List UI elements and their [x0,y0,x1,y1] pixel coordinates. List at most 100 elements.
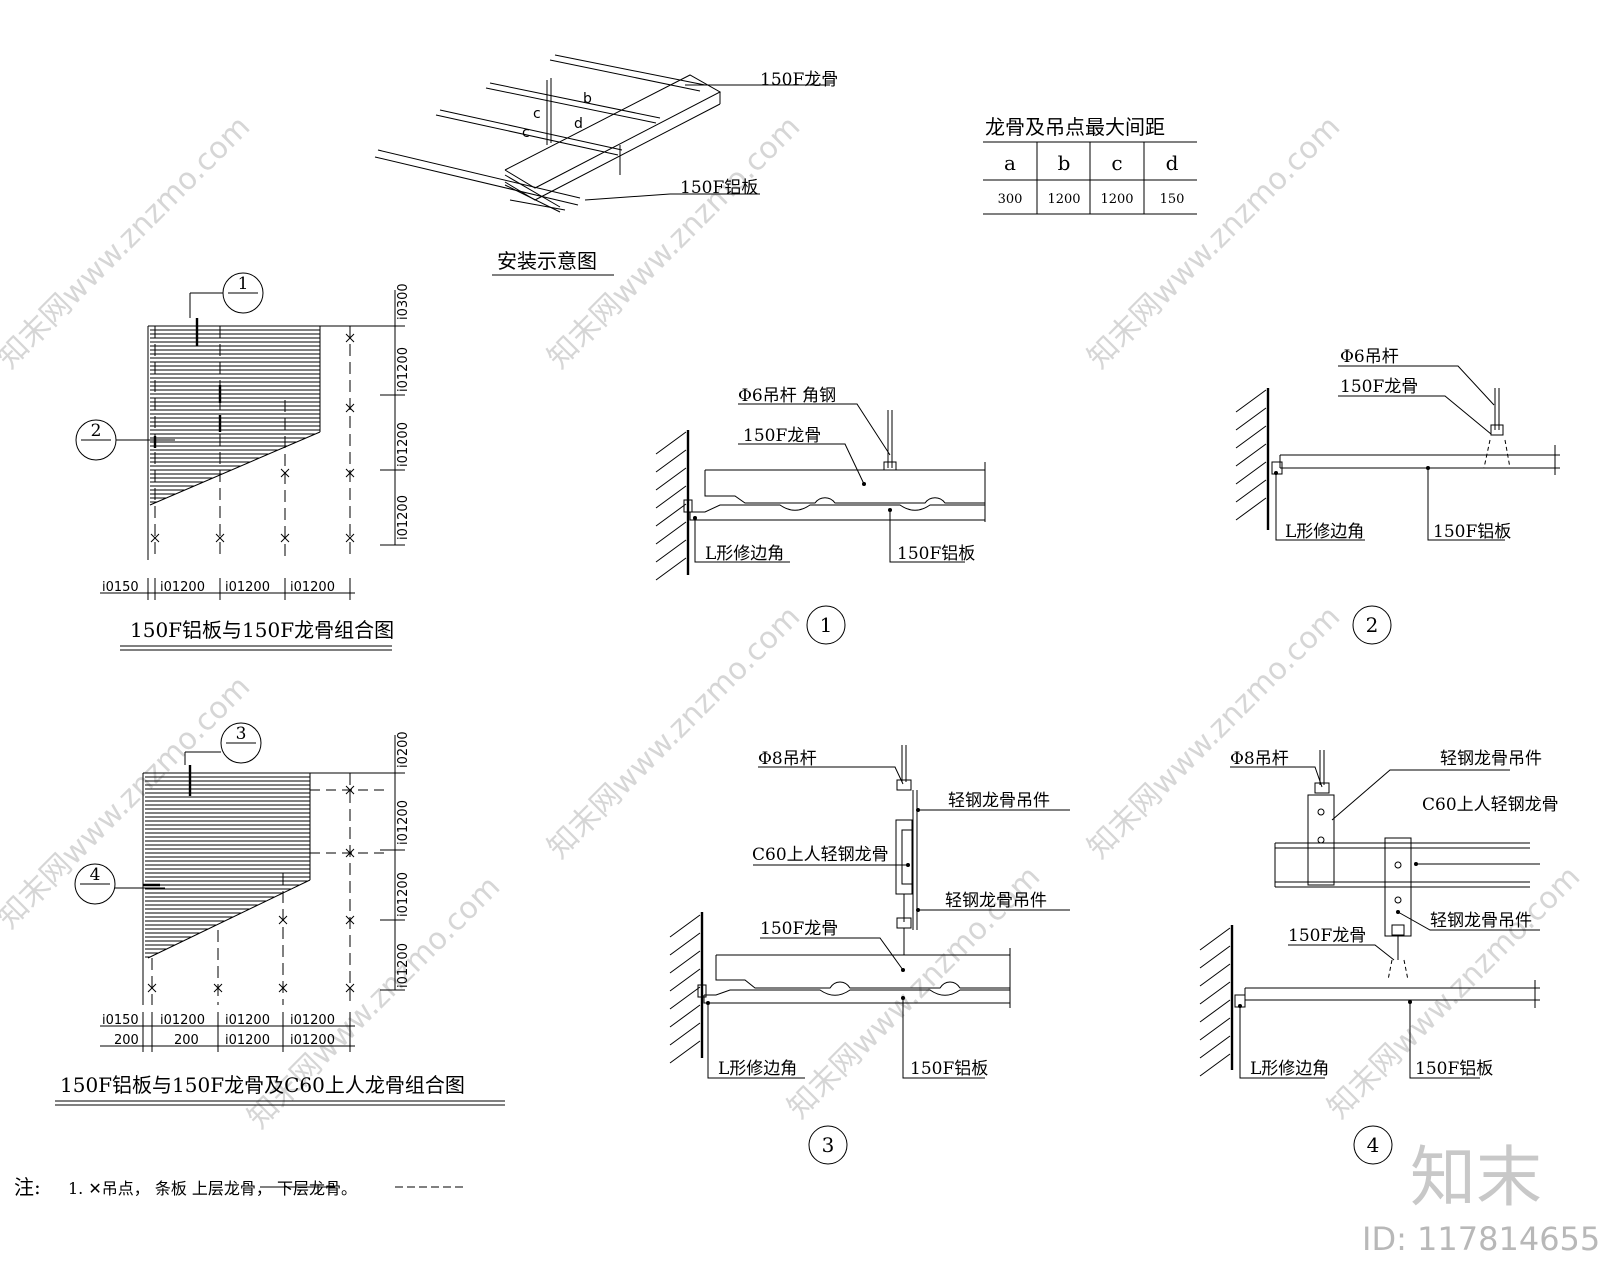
watermark-text: 知末网www.znzmo.com [541,599,807,865]
suspension-point-mark [345,403,355,413]
install-panel-label: 150F铝板 [680,178,758,198]
plan2-dim-right-1: i01200 [396,800,411,845]
watermark-logo: 知末 [1410,1139,1542,1216]
wall-hatch-line [669,914,701,938]
wall-hatch-line [1235,425,1267,449]
plan1-marker-2: 2 [91,421,102,441]
detail-2: Φ6吊杆 150F龙骨 L形修边角 150F铝板 2 [1235,347,1560,645]
wall-hatch-line [1235,479,1267,503]
spacing-header-a: a [1004,151,1016,175]
wall-hatch-line [1235,443,1267,467]
plan2-dim-b1-2: i01200 [225,1013,270,1028]
suspension-point-mark [278,983,288,993]
note-prefix: 注: [14,1175,41,1199]
wall-hatch-line [1199,927,1231,951]
plan2-dim-b2-0: 200 [114,1033,139,1048]
plan1-dim-right-0: i0300 [396,283,411,320]
wall-hatch-line [669,968,701,992]
plan1-dim-right-1: i01200 [396,347,411,392]
suspension-point-mark [150,533,160,543]
dim-letter-c: c [533,106,541,122]
d3-keel-label: 150F龙骨 [760,919,838,939]
d3-rod-label: Φ8吊杆 [758,749,817,769]
d4-hanger-top-label: 轻钢龙骨吊件 [1440,749,1542,769]
wall-hatch-line [669,1040,701,1064]
d4-hanger-bottom-label: 轻钢龙骨吊件 [1430,911,1532,931]
dim-letter-c2: c [522,125,530,141]
plan1-dim-bottom-0: i0150 [102,580,139,595]
detail-1: Φ6吊杆 角钢 150F龙骨 L形修边角 150F铝板 1 [655,386,986,645]
d3-c60-label: C60上人轻钢龙骨 [752,845,889,865]
suspension-point-mark [345,983,355,993]
plan1-dim-bottom-1: i01200 [160,580,205,595]
wall-hatch-line [1235,497,1267,521]
plan2-dim-b2-2: i01200 [225,1033,270,1048]
suspension-point-mark [345,848,355,858]
suspension-point-mark [213,983,223,993]
wall-hatch-line [655,521,687,545]
detail-4: Φ8吊杆 轻钢龙骨吊件 C60上人轻钢龙骨 轻钢龙骨吊件 150F龙骨 L形修边… [1199,749,1559,1165]
wall-hatch-line [1199,963,1231,987]
spacing-value-c: 1200 [1100,192,1133,207]
plan1-dim-right-2: i01200 [396,422,411,467]
d2-number: 2 [1366,613,1379,637]
wall-hatch-line [1199,1053,1231,1077]
suspension-point-mark [278,915,288,925]
plan1-dim-right-3: i01200 [396,495,411,540]
corner-watermark: 知末 ID: 1178146552 [1362,1139,1600,1258]
spacing-header-c: c [1111,151,1122,175]
d1-trim-label: L形修边角 [705,544,784,564]
detail-3: Φ8吊杆 轻钢龙骨吊件 C60上人轻钢龙骨 轻钢龙骨吊件 150F龙骨 L形修边… [669,745,1070,1165]
spacing-table-title: 龙骨及吊点最大间距 [985,115,1165,139]
watermark-text: 知末网www.znzmo.com [541,109,807,375]
d1-number: 1 [820,613,833,637]
d3-trim-label: L形修边角 [718,1059,797,1079]
install-isometric: b c d c 150F龙骨 150F铝板 安装示意图 [374,54,838,276]
spacing-table: 龙骨及吊点最大间距 a b c d 300 1200 1200 150 [983,115,1197,215]
watermark-text: 知末网www.znzmo.com [1321,859,1587,1125]
plan-2: 3 4 i0200 i01200 i01200 i01200 i0150 i [55,722,505,1106]
d2-panel-label: 150F铝板 [1433,522,1511,542]
plan-1: 1 2 i0300 i01200 i01200 i01200 i0150 i01… [75,272,411,651]
wall-hatch-line [1199,1035,1231,1059]
d3-hanger-bottom-label: 轻钢龙骨吊件 [945,891,1047,911]
plan2-marker-3: 3 [236,724,247,744]
plan2-marker-4: 4 [90,865,101,885]
wall-hatch-line [669,950,701,974]
spacing-header-b: b [1058,151,1071,175]
suspension-point-mark [345,468,355,478]
wall-hatch-line [655,503,687,527]
dim-letter-d: d [574,116,583,132]
suspension-point-mark [215,533,225,543]
wall-hatch-line [1235,461,1267,485]
wall-hatch-line [669,932,701,956]
note: 注: 1. ✕吊点， 条板 上层龙骨， 下层龙骨。 [14,1175,465,1199]
d4-panel-label: 150F铝板 [1415,1059,1493,1079]
d4-number: 4 [1367,1133,1380,1157]
wall-hatch-line [669,986,701,1010]
plan2-dim-b1-0: i0150 [102,1013,139,1028]
wall-hatch-line [655,539,687,563]
plan2-dim-right-0: i0200 [396,731,411,768]
wall-hatch-line [1199,999,1231,1023]
wall-hatch-line [669,1022,701,1046]
d3-hanger-top-label: 轻钢龙骨吊件 [948,791,1050,811]
d2-keel-label: 150F龙骨 [1340,377,1418,397]
wall-hatch-line [1199,945,1231,969]
plan1-dim-bottom-2: i01200 [225,580,270,595]
plan2-dim-right-3: i01200 [396,943,411,988]
wall-hatch-line [1235,389,1267,413]
suspension-point-mark [280,533,290,543]
install-title: 安装示意图 [497,249,597,273]
d3-panel-label: 150F铝板 [910,1059,988,1079]
suspension-point-mark [345,785,355,795]
plan2-dim-b1-3: i01200 [290,1013,335,1028]
watermark-id: ID: 1178146552 [1362,1220,1600,1258]
d1-panel-label: 150F铝板 [897,544,975,564]
note-items: 1. ✕吊点， 条板 上层龙骨， 下层龙骨。 [68,1179,357,1198]
d1-keel-label: 150F龙骨 [743,426,821,446]
d2-trim-label: L形修边角 [1285,522,1364,542]
suspension-point-mark [345,533,355,543]
suspension-point-mark [147,983,157,993]
